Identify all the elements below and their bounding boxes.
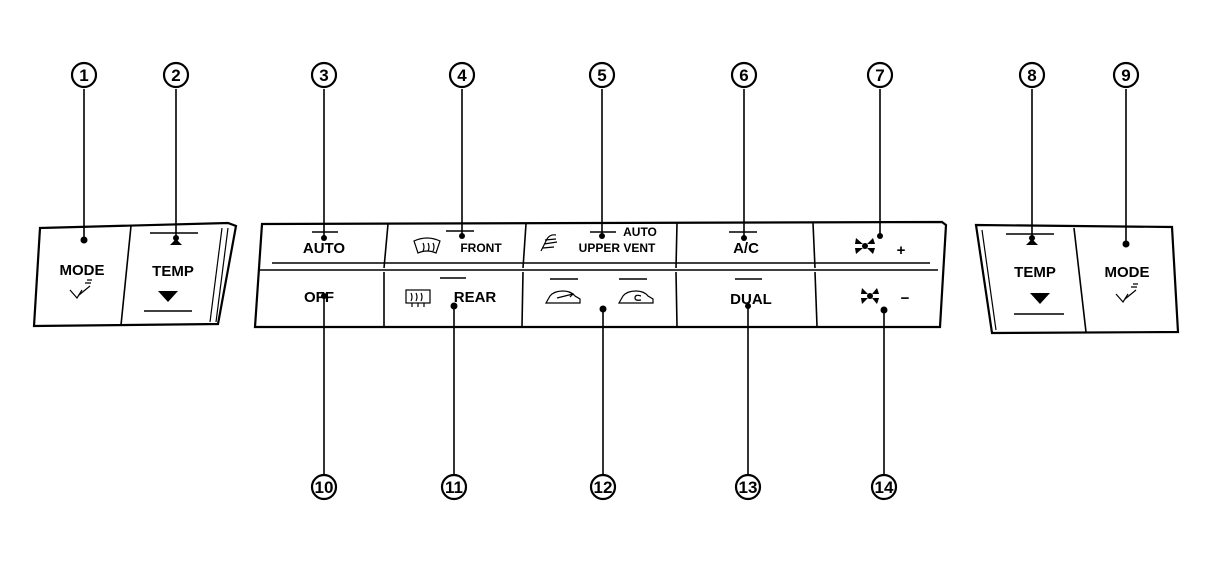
callout-13: 13 xyxy=(734,473,762,501)
rear-defrost-button[interactable]: REAR xyxy=(405,277,497,307)
callout-10: 10 xyxy=(310,473,338,501)
right-control-module xyxy=(974,223,1180,335)
temp-down-icon xyxy=(158,291,178,302)
off-button[interactable]: OFF xyxy=(304,289,334,306)
svg-text:1: 1 xyxy=(79,66,88,85)
callout-dots xyxy=(80,233,1130,314)
right-temp-button[interactable]: TEMP xyxy=(1006,233,1064,315)
rear-defrost-icon xyxy=(405,289,431,307)
left-mode-button[interactable]: MODE xyxy=(60,262,105,300)
temp-down-icon xyxy=(1030,293,1050,304)
upper-vent-icon xyxy=(540,234,558,252)
callout-3: 3 xyxy=(310,61,338,89)
mode-vent-icon xyxy=(69,279,92,300)
upper-vent-label: UPPER VENT xyxy=(579,241,656,255)
callout-6: 6 xyxy=(730,61,758,89)
upper-vent-auto-label: AUTO xyxy=(623,225,657,239)
svg-text:12: 12 xyxy=(594,478,613,497)
fresh-air-icon xyxy=(544,290,581,304)
right-mode-label: MODE xyxy=(1105,264,1150,281)
callout-2: 2 xyxy=(162,61,190,89)
temp-up-icon xyxy=(1026,239,1038,245)
svg-text:7: 7 xyxy=(875,66,884,85)
upper-vent-button[interactable]: AUTO UPPER VENT xyxy=(540,225,657,255)
auto-button[interactable]: AUTO xyxy=(303,231,346,257)
callout-4: 4 xyxy=(448,61,476,89)
fan-plus-label: + xyxy=(897,242,906,259)
callout-12: 12 xyxy=(589,473,617,501)
rear-label: REAR xyxy=(454,289,497,306)
auto-label: AUTO xyxy=(303,240,346,257)
front-defrost-button[interactable]: FRONT xyxy=(413,230,502,255)
left-mode-label: MODE xyxy=(60,262,105,279)
front-defrost-icon xyxy=(413,237,441,254)
right-mode-button[interactable]: MODE xyxy=(1105,264,1150,304)
dual-label: DUAL xyxy=(730,291,772,308)
svg-text:3: 3 xyxy=(319,66,328,85)
front-label: FRONT xyxy=(460,241,502,255)
callout-7: 7 xyxy=(866,61,894,89)
fan-icon xyxy=(861,288,879,304)
center-control-panel xyxy=(253,220,948,329)
ac-button[interactable]: A/C xyxy=(729,231,759,257)
svg-text:10: 10 xyxy=(315,478,334,497)
mode-vent-icon xyxy=(1115,283,1138,304)
left-control-module xyxy=(32,221,238,328)
svg-text:8: 8 xyxy=(1027,66,1036,85)
fan-speed-down-button[interactable]: − xyxy=(861,288,910,307)
callout-leaders xyxy=(83,89,1127,474)
left-temp-button[interactable]: TEMP xyxy=(144,232,198,312)
off-label: OFF xyxy=(304,289,334,306)
svg-text:6: 6 xyxy=(739,66,748,85)
dual-button[interactable]: DUAL xyxy=(730,278,772,308)
svg-text:5: 5 xyxy=(597,66,606,85)
svg-text:11: 11 xyxy=(445,478,463,497)
svg-text:13: 13 xyxy=(739,478,758,497)
callout-9: 9 xyxy=(1112,61,1140,89)
callout-14: 14 xyxy=(870,473,898,501)
temp-up-icon xyxy=(170,239,182,245)
svg-text:14: 14 xyxy=(875,478,894,497)
left-temp-label: TEMP xyxy=(152,263,194,280)
callout-1: 1 xyxy=(70,61,98,89)
callout-5: 5 xyxy=(588,61,616,89)
fan-icon xyxy=(855,238,875,254)
fan-minus-label: − xyxy=(901,290,910,307)
fan-speed-up-button[interactable]: + xyxy=(855,238,906,259)
svg-text:4: 4 xyxy=(457,66,467,85)
right-temp-label: TEMP xyxy=(1014,264,1056,281)
svg-text:2: 2 xyxy=(171,66,180,85)
callout-8: 8 xyxy=(1018,61,1046,89)
svg-text:9: 9 xyxy=(1121,66,1130,85)
recirculate-icon xyxy=(617,290,654,304)
callout-11: 11 xyxy=(440,473,468,501)
ac-label: A/C xyxy=(733,240,759,257)
air-intake-buttons[interactable] xyxy=(544,278,654,304)
